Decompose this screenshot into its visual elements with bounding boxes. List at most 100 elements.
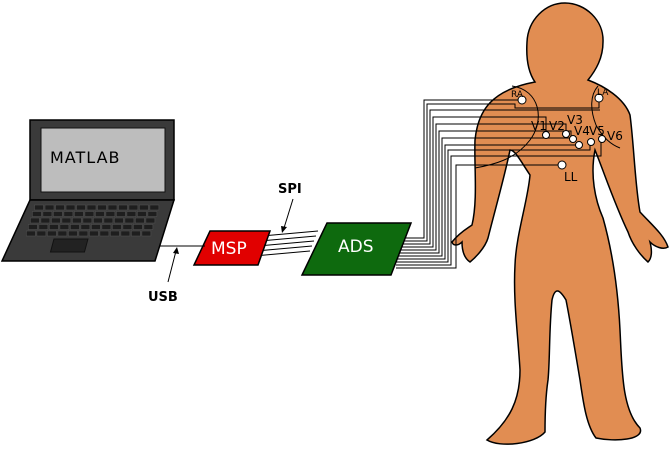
msp-label: MSP <box>211 239 247 259</box>
keyboard-key <box>49 224 59 230</box>
electrode-v1 <box>542 131 550 139</box>
keyboard-key <box>139 204 149 211</box>
label-v3: V3 <box>567 113 583 127</box>
spi-arrowhead <box>281 226 287 233</box>
label-la: LA <box>597 88 609 98</box>
keyboard-key <box>26 230 36 237</box>
keyboard-key <box>97 204 107 211</box>
left-shoulder-line <box>591 85 621 149</box>
laptop-touchpad <box>49 238 89 253</box>
electrode-la <box>594 93 604 103</box>
keyboard-key <box>32 211 42 217</box>
keyboard-key <box>116 211 126 217</box>
label-v1: V1 <box>531 119 547 133</box>
label-v4: V4 <box>574 124 590 138</box>
keyboard-key <box>126 211 137 217</box>
keyboard-key <box>135 217 145 224</box>
keyboard-key <box>78 230 89 237</box>
keyboard-key <box>131 230 141 237</box>
keyboard-key <box>105 211 116 217</box>
keyboard-key <box>118 204 128 211</box>
keyboard-key <box>74 211 84 217</box>
keyboard-key <box>80 224 91 230</box>
keyboard-key <box>61 217 72 224</box>
keyboard-key <box>143 224 154 230</box>
label-v6: V6 <box>607 129 623 143</box>
laptop-keyboard <box>26 204 160 237</box>
keyboard-key <box>30 217 40 224</box>
electrode-v5 <box>587 138 595 146</box>
keyboard-key <box>57 230 68 237</box>
keyboard-key <box>40 217 51 224</box>
keyboard-key <box>72 217 82 224</box>
keyboard-key <box>110 230 120 237</box>
keyboard-key <box>99 230 110 237</box>
spi-annotation: SPI <box>278 182 302 233</box>
laptop-screen <box>40 127 166 193</box>
keyboard-key <box>137 211 147 217</box>
keyboard-key <box>93 217 103 224</box>
keyboard-key <box>91 224 101 230</box>
keyboard-key <box>53 211 63 217</box>
keyboard-key <box>63 211 74 217</box>
keyboard-key <box>76 204 86 211</box>
electrode-v4 <box>575 141 583 149</box>
keyboard-key <box>65 204 76 211</box>
usb-pointer-arrowhead <box>173 247 179 254</box>
label-ra: RA <box>511 90 524 100</box>
keyboard-key <box>36 230 47 237</box>
usb-pointer-line <box>167 250 177 283</box>
spi-arrow-line <box>283 198 294 229</box>
keyboard-key <box>55 204 65 211</box>
keyboard-key <box>28 224 38 230</box>
right-shoulder-line <box>474 85 539 169</box>
keyboard-key <box>47 230 57 237</box>
keyboard-key <box>122 224 133 230</box>
keyboard-key <box>128 204 139 211</box>
ads-label: ADS <box>338 237 374 257</box>
lead-wire-bundle <box>396 99 602 269</box>
keyboard-key <box>86 204 97 211</box>
keyboard-key <box>114 217 124 224</box>
msp-shape <box>192 230 272 266</box>
keyboard-key <box>149 204 160 211</box>
keyboard-key <box>95 211 105 217</box>
keyboard-key <box>44 204 55 211</box>
laptop-screen-text: MATLAB <box>50 148 120 167</box>
keyboard-key <box>51 217 61 224</box>
electrode-v3 <box>569 135 577 143</box>
keyboard-key <box>141 230 152 237</box>
electrode-v2 <box>562 130 570 138</box>
electrode-labels: RA LA V1 V2 V3 V4 V5 V6 LL <box>511 88 623 184</box>
keyboard-key <box>89 230 99 237</box>
human-body <box>451 2 669 445</box>
keyboard-key <box>107 204 118 211</box>
keyboard-key <box>112 224 122 230</box>
keyboard-key <box>42 211 53 217</box>
keyboard-key <box>133 224 143 230</box>
electrode-ll <box>557 160 567 170</box>
electrodes <box>517 93 606 170</box>
keyboard-key <box>70 224 80 230</box>
electrode-v6 <box>598 135 606 143</box>
laptop: MATLAB <box>0 119 176 262</box>
keyboard-key <box>120 230 131 237</box>
label-v5: V5 <box>589 124 605 138</box>
keyboard-key <box>34 204 44 211</box>
label-ll: LL <box>564 170 578 184</box>
keyboard-key <box>68 230 78 237</box>
body-silhouette <box>451 2 669 445</box>
keyboard-key <box>38 224 49 230</box>
ads-shape <box>300 222 413 276</box>
keyboard-key <box>82 217 93 224</box>
spi-label: SPI <box>278 182 302 197</box>
ads-block: ADS <box>300 222 413 276</box>
usb-label: USB <box>148 290 178 305</box>
keyboard-key <box>59 224 70 230</box>
keyboard-key <box>145 217 156 224</box>
msp-block: MSP <box>192 230 272 266</box>
keyboard-key <box>103 217 114 224</box>
electrode-ra <box>517 95 527 105</box>
keyboard-key <box>124 217 135 224</box>
